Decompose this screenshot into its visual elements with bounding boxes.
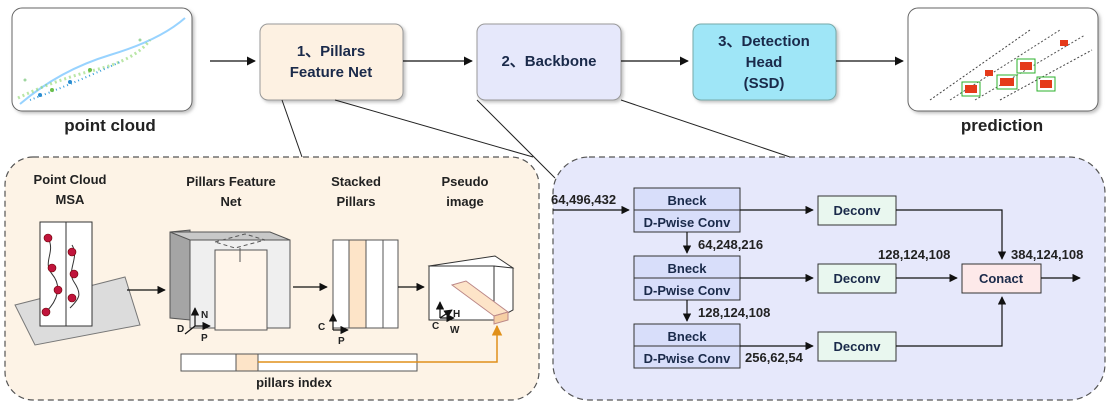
col3-title-line2: Pillars bbox=[336, 194, 375, 209]
block1-dpwise-label: D-Pwise Conv bbox=[644, 215, 731, 230]
stage3-label-line1: 3、Detection bbox=[718, 33, 810, 50]
col4-title-line2: image bbox=[446, 194, 484, 209]
block3-dpwise-label: D-Pwise Conv bbox=[644, 351, 731, 366]
dims-deconv-label: 128,124,108 bbox=[878, 247, 950, 262]
input-dims-label: 64,496,432 bbox=[551, 192, 616, 207]
deconv-box-3 bbox=[817, 331, 897, 362]
axis-label-c1: C bbox=[318, 322, 325, 333]
block2-bneck-label: Bneck bbox=[667, 261, 707, 276]
pseudo-image-illustration bbox=[427, 255, 515, 325]
axis-label-h: H bbox=[453, 309, 460, 320]
dims-after-block3: 256,62,54 bbox=[745, 350, 804, 365]
pfn-axes bbox=[184, 307, 211, 335]
point-cloud-label: point cloud bbox=[64, 116, 156, 135]
axis-label-c2: C bbox=[432, 321, 439, 332]
col2-title-line1: Pillars Feature bbox=[186, 174, 276, 189]
col2-title-line2: Net bbox=[221, 194, 243, 209]
col1-title-line1: Point Cloud bbox=[34, 172, 107, 187]
pillars-tensor-illustration bbox=[169, 229, 291, 331]
stage1-pillars-feature-net-box bbox=[259, 23, 404, 101]
zoom-line-stage2-right bbox=[620, 99, 791, 158]
axis-label-p1: P bbox=[201, 333, 208, 344]
col3-title-line1: Stacked bbox=[331, 174, 381, 189]
axis-label-w: W bbox=[450, 325, 460, 336]
point-cloud-msa-illustration bbox=[14, 221, 141, 346]
col4-title-line1: Pseudo bbox=[442, 174, 489, 189]
bneck-block-2 bbox=[633, 255, 741, 301]
block1-bneck-label: Bneck bbox=[667, 193, 707, 208]
stage2-label: 2、Backbone bbox=[501, 53, 596, 70]
deconv3-label: Deconv bbox=[834, 339, 882, 354]
axis-label-n: N bbox=[201, 310, 208, 321]
pseudo-axes bbox=[435, 301, 455, 323]
zoom-line-stage1-right bbox=[334, 99, 534, 158]
dims-after-block1: 64,248,216 bbox=[698, 237, 763, 252]
prediction-label: prediction bbox=[961, 116, 1043, 135]
arrow-deconv3-to-concat bbox=[896, 296, 1007, 347]
prediction-image bbox=[907, 7, 1099, 112]
stage3-label-line2: Head bbox=[746, 54, 783, 71]
bneck-block-1 bbox=[633, 187, 741, 233]
stage3-label-line3: (SSD) bbox=[744, 75, 785, 92]
col1-title-line2: MSA bbox=[56, 192, 86, 207]
deconv2-label: Deconv bbox=[834, 271, 882, 286]
output-dims-label: 384,124,108 bbox=[1011, 247, 1083, 262]
stage3-detection-head-box bbox=[692, 23, 837, 101]
deconv1-label: Deconv bbox=[834, 203, 882, 218]
zoom-line-stage1-left bbox=[281, 99, 303, 158]
stacked-axes bbox=[328, 313, 349, 335]
axis-label-p2: P bbox=[338, 336, 345, 347]
arrow-deconv1-to-concat bbox=[896, 209, 1007, 260]
axis-label-d: D bbox=[177, 324, 184, 335]
concat-label: Conact bbox=[979, 271, 1024, 286]
block2-dpwise-label: D-Pwise Conv bbox=[644, 283, 731, 298]
stage2-backbone-box bbox=[476, 23, 622, 101]
stage1-label-line2: Feature Net bbox=[290, 64, 373, 81]
block3-bneck-label: Bneck bbox=[667, 329, 707, 344]
zoom-line-stage2-left bbox=[476, 99, 556, 179]
stacked-pillars-illustration bbox=[332, 239, 399, 329]
point-cloud-image bbox=[11, 7, 193, 112]
pillars-index-label: pillars index bbox=[256, 375, 333, 390]
dims-after-block2: 128,124,108 bbox=[698, 305, 770, 320]
stage1-label-line1: 1、Pillars bbox=[297, 43, 365, 60]
pillars-index-scatter-line bbox=[258, 324, 503, 363]
bneck-block-3 bbox=[633, 323, 741, 369]
